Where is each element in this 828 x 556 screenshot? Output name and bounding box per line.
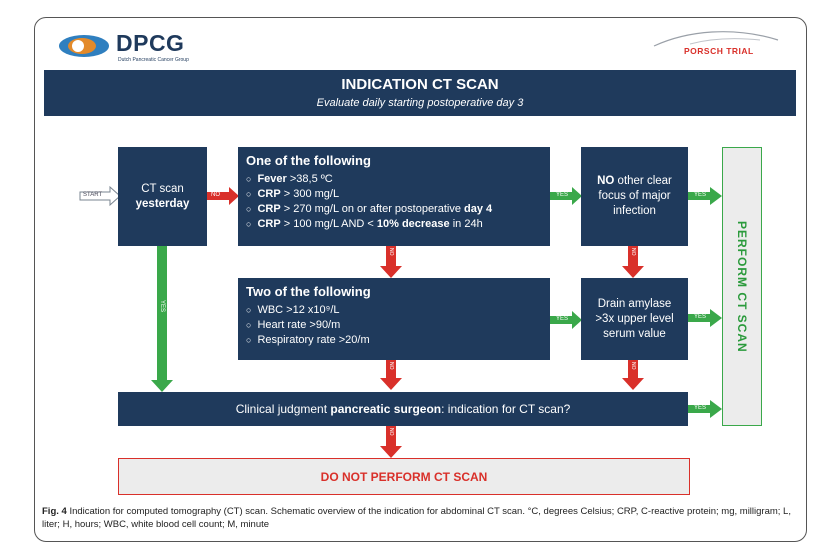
two-of-title: Two of the following	[246, 284, 371, 299]
banner-subtitle: Evaluate daily starting postoperative da…	[316, 97, 524, 109]
two-of-following-box: Two of the following WBC >12 x10⁹/L Hear…	[238, 278, 550, 360]
yes-arrow-twoof	[550, 311, 582, 329]
figure-frame	[34, 17, 807, 542]
yes-label-ct-down: YES	[159, 300, 165, 313]
no-arrow-drain-down	[622, 360, 644, 390]
no-other-focus-box: NO other clear focus of major infection	[581, 147, 688, 246]
porsch-trial-logo: PORSCH TRIAL	[650, 28, 785, 62]
no-label-ct: NO	[211, 192, 220, 198]
no-arrow-clinical-down	[380, 426, 402, 458]
yes-label-noother: YES	[694, 192, 707, 198]
criterion-crp-100: CRP > 100 mg/L AND < 10% decrease in 24h	[246, 217, 542, 232]
ct-scan-yesterday-box: CT scan yesterday	[118, 147, 207, 246]
ct-scan-line1: CT scan	[141, 182, 184, 195]
clinical-judgment-text: Clinical judgment pancreatic surgeon: in…	[235, 402, 571, 416]
perform-ct-scan-box: PERFORM CT SCAN	[722, 147, 762, 426]
no-arrow-ct	[207, 187, 239, 205]
no-label-oneof-down: NO	[388, 248, 394, 256]
do-not-perform-text: DO NOT PERFORM CT SCAN	[320, 469, 488, 484]
yes-label-clinical: YES	[694, 405, 707, 411]
yes-label-oneof: YES	[556, 192, 569, 198]
no-other-focus-text: NO other clear focus of major infection	[597, 175, 672, 217]
car-silhouette-icon	[653, 31, 779, 47]
no-arrow-noother-down	[622, 246, 644, 278]
perform-ct-scan-text: PERFORM CT SCAN	[735, 220, 749, 353]
drain-amylase-box: Drain amylase >3x upper level serum valu…	[581, 278, 688, 360]
no-label-drain-down: NO	[630, 362, 636, 370]
yes-arrow-drain	[688, 309, 722, 327]
criterion-crp-300: CRP > 300 mg/L	[246, 187, 542, 202]
figure-caption: Fig. 4 Indication for computed tomograph…	[42, 505, 794, 531]
yes-arrow-noother	[688, 187, 722, 205]
no-arrow-oneof-down	[380, 246, 402, 278]
clinical-judgment-box: Clinical judgment pancreatic surgeon: in…	[118, 392, 688, 426]
one-of-following-box: One of the following Fever >38,5 ºC CRP …	[238, 147, 550, 246]
start-label: START	[83, 192, 103, 198]
no-label-clinical-down: NO	[388, 428, 394, 436]
criterion-heart-rate: Heart rate >90/m	[246, 318, 542, 333]
no-label-noother-down: NO	[630, 248, 636, 256]
yes-label-drain: YES	[694, 314, 707, 320]
yes-arrow-ct-down	[151, 246, 173, 392]
no-arrow-twoof-down	[380, 360, 402, 390]
start-arrow	[79, 185, 121, 207]
one-of-criteria-list: Fever >38,5 ºC CRP > 300 mg/L CRP > 270 …	[246, 172, 542, 232]
dpcg-logo: DPCG Dutch Pancreatic Cancer Group	[58, 30, 228, 64]
figure-number: Fig. 4	[42, 506, 67, 517]
dpcg-logo-tagline: Dutch Pancreatic Cancer Group	[118, 57, 189, 63]
drain-amylase-text: Drain amylase >3x upper level serum valu…	[595, 297, 674, 340]
title-banner: INDICATION CT SCAN Evaluate daily starti…	[44, 70, 796, 116]
yes-arrow-clinical	[688, 400, 722, 418]
criterion-respiratory-rate: Respiratory rate >20/m	[246, 333, 542, 348]
trial-name: PORSCH TRIAL	[684, 46, 754, 56]
one-of-title: One of the following	[246, 153, 371, 168]
criterion-fever: Fever >38,5 ºC	[246, 172, 542, 187]
banner-title: INDICATION CT SCAN	[341, 76, 499, 93]
yes-arrow-oneof	[550, 187, 582, 205]
dpcg-eye-icon	[59, 35, 109, 57]
do-not-perform-box: DO NOT PERFORM CT SCAN	[118, 458, 690, 495]
criterion-wbc: WBC >12 x10⁹/L	[246, 303, 542, 318]
criterion-crp-270: CRP > 270 mg/L on or after postoperative…	[246, 202, 542, 217]
ct-scan-line2: yesterday	[135, 197, 190, 210]
two-of-criteria-list: WBC >12 x10⁹/L Heart rate >90/m Respirat…	[246, 303, 542, 348]
no-label-twoof-down: NO	[388, 362, 394, 370]
yes-label-twoof: YES	[556, 316, 569, 322]
caption-text: Indication for computed tomography (CT) …	[42, 506, 791, 530]
dpcg-logo-name: DPCG	[116, 30, 185, 56]
